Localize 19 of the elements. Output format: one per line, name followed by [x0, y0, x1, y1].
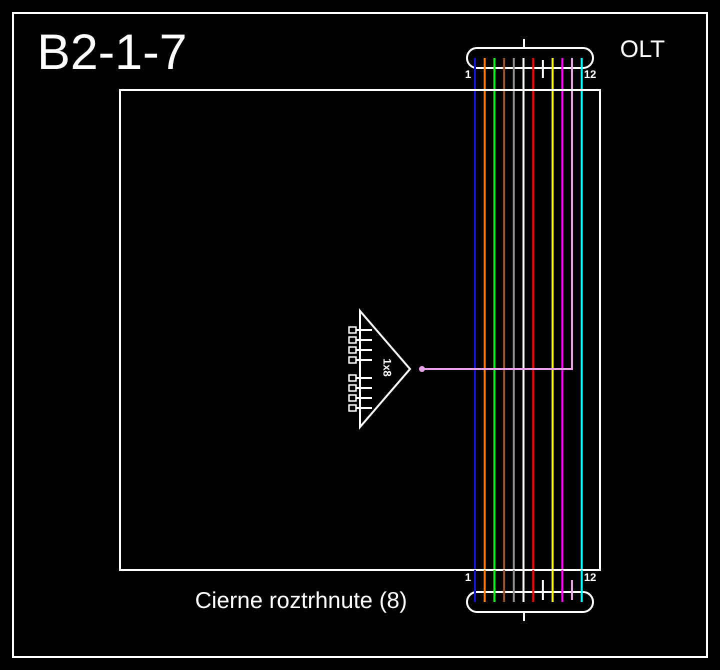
split-ratio: 1x8 — [380, 358, 393, 377]
fiber-line — [484, 82, 486, 570]
fiber-line — [503, 82, 506, 570]
pin-number: 12 — [584, 572, 596, 584]
pin-number: 1 — [465, 69, 472, 81]
enclosure-box — [119, 89, 601, 571]
fiber-line — [522, 82, 524, 570]
fiber-line — [474, 82, 476, 570]
diagram-title: B2-1-7 — [37, 24, 188, 80]
fiber-line — [532, 82, 534, 570]
connector-label: Cierne roztrhnute (8) — [195, 587, 408, 614]
fiber-line — [552, 82, 554, 570]
connector-label: OLT — [620, 36, 665, 64]
fiber-line — [580, 82, 583, 570]
pin-number: 1 — [465, 572, 472, 584]
fiber-line — [561, 82, 564, 570]
fiber-line — [512, 82, 515, 570]
pin-number: 12 — [584, 69, 596, 81]
fiber-line — [493, 82, 496, 570]
